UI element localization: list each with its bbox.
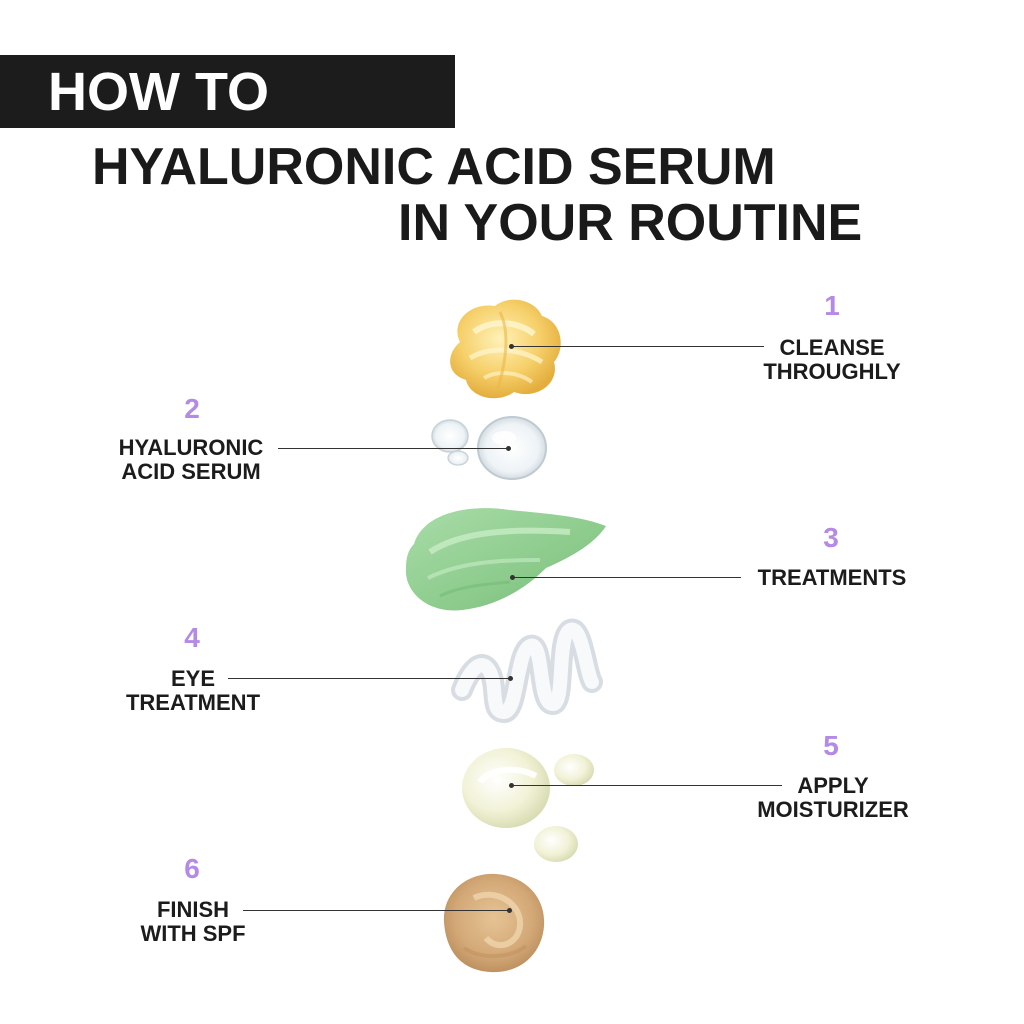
step-3-leader-line: [513, 577, 741, 578]
step-6-leader-dot: [507, 908, 512, 913]
title-line-2: IN YOUR ROUTINE: [398, 194, 863, 252]
step-6-label: FINISH WITH SPF: [112, 898, 274, 946]
step-2-label-line1: HYALURONIC: [118, 435, 264, 460]
step-2-label: HYALURONIC ACID SERUM: [110, 436, 272, 484]
step-1-label: CLEANSE THROUGHLY: [752, 336, 912, 384]
step-5-leader-line: [512, 785, 782, 786]
step-3-leader-dot: [510, 575, 515, 580]
step-6-number: 6: [184, 853, 200, 884]
step-2-leader-line: [278, 448, 508, 449]
step-6-label-line2: WITH SPF: [140, 921, 246, 946]
step-4-number: 4: [184, 622, 200, 653]
step-6-leader-line: [243, 910, 509, 911]
title-line-1: HYALURONIC ACID SERUM: [92, 138, 776, 196]
step-2-leader-dot: [506, 446, 511, 451]
step-1-leader-dot: [509, 344, 514, 349]
step-5-number: 5: [823, 730, 839, 761]
step-3-label: TREATMENTS: [752, 566, 912, 590]
green-treatment-smear: [405, 508, 606, 611]
step-5-leader-dot: [509, 783, 514, 788]
step-4-leader-dot: [508, 676, 513, 681]
step-5-label-line2: MOISTURIZER: [757, 797, 909, 822]
step-2-number: 2: [184, 393, 200, 424]
step-5-label: APPLY MOISTURIZER: [748, 774, 918, 822]
step-1-leader-line: [512, 346, 764, 347]
step-1-label-line2: THROUGHLY: [763, 359, 901, 384]
step-6-label-line1: FINISH: [156, 897, 230, 922]
step-3-number: 3: [823, 522, 839, 553]
step-1-label-line1: CLEANSE: [779, 335, 885, 360]
yellow-cleanser-swatch: [450, 299, 561, 399]
step-4-label-line2: TREATMENT: [125, 690, 261, 715]
step-5-label-line1: APPLY: [797, 773, 869, 798]
title-band-text: HOW TO LAYER: [48, 62, 269, 188]
step-2-label-line2: ACID SERUM: [121, 459, 261, 484]
tan-spf-swatch: [443, 873, 545, 973]
step-3-label-line1: TREATMENTS: [757, 565, 907, 590]
step-1-number: 1: [824, 290, 840, 321]
title-band: HOW TO LAYER: [0, 55, 455, 188]
step-4-label-line1: EYE: [170, 666, 216, 691]
step-4-label: EYE TREATMENT: [112, 667, 274, 715]
cream-moisturizer-dollops: [462, 748, 594, 862]
clear-eye-gel-swirl: [451, 618, 603, 723]
step-4-leader-line: [228, 678, 510, 679]
